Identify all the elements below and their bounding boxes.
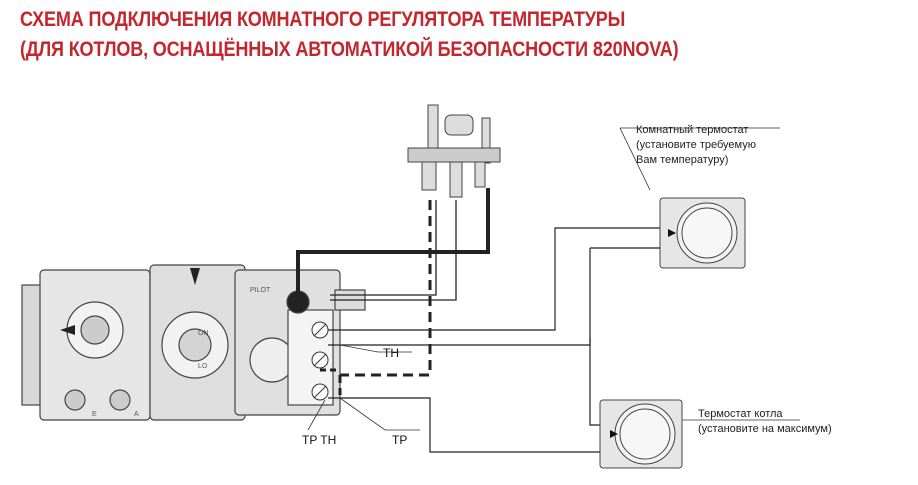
on-mark: ON [198,330,209,337]
a-mark: A [134,411,139,418]
boiler-thermostat [599,399,683,469]
lo-mark: LO [198,363,208,370]
room-thermostat-label: Комнатный термостат [636,124,748,136]
terminal-tp-label: TP [392,433,407,447]
leader-lines [307,127,800,441]
room-thermostat [659,197,746,269]
room-thermostat-note-2: Вам температуру) [636,154,728,166]
room-thermostat-note-1: (установите требуемую [636,139,756,151]
boiler-thermostat-label: Термостат котла [698,408,783,420]
diagram-title-line-2: (ДЛЯ КОТЛОВ, ОСНАЩЁННЫХ АВТОМАТИКОЙ БЕЗО… [20,38,679,61]
e-mark: E [92,411,97,418]
boiler-thermostat-note: (установите на максимум) [698,423,832,435]
terminal-block [311,321,329,401]
terminal-tp-th-label: TP TH [302,433,336,447]
terminal-th-label: TH [383,346,399,360]
diagram-title-line-1: СХЕМА ПОДКЛЮЧЕНИЯ КОМНАТНОГО РЕГУЛЯТОРА … [20,8,626,31]
pilot-mark: PILOT [250,287,271,294]
wires [296,188,665,453]
pilot-burner [407,104,501,198]
gas-valve [21,264,366,421]
